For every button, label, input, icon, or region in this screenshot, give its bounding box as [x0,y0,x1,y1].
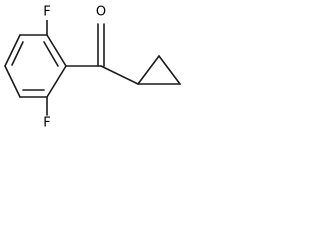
ring-bond-c4-c5 [4,65,21,98]
cyclopropyl-bond-2 [158,55,181,85]
atom-fluorine-top: F [40,5,54,20]
atom-fluorine-bottom: F [40,116,54,131]
ring-bond-c1-c2 [46,34,67,67]
ring-bond-c6-c1 [46,65,67,98]
ring-bond-c3-c4 [4,34,21,67]
atom-oxygen: O [94,4,108,20]
cyclopropyl-ring [137,55,181,85]
ring-double-bond-inner-1 [43,41,59,67]
oxygen-label: O [96,5,106,20]
benzene-ring [4,34,67,98]
fluorine-top-label: F [43,5,50,20]
fluorine-bottom-label: F [43,116,50,131]
bond-carbonyl-to-cyclopropyl [100,65,139,85]
ring-double-bond-inner-2 [11,41,24,66]
cyclopropyl-bond-1 [137,55,160,85]
chemical-structure: F F O [4,4,181,131]
